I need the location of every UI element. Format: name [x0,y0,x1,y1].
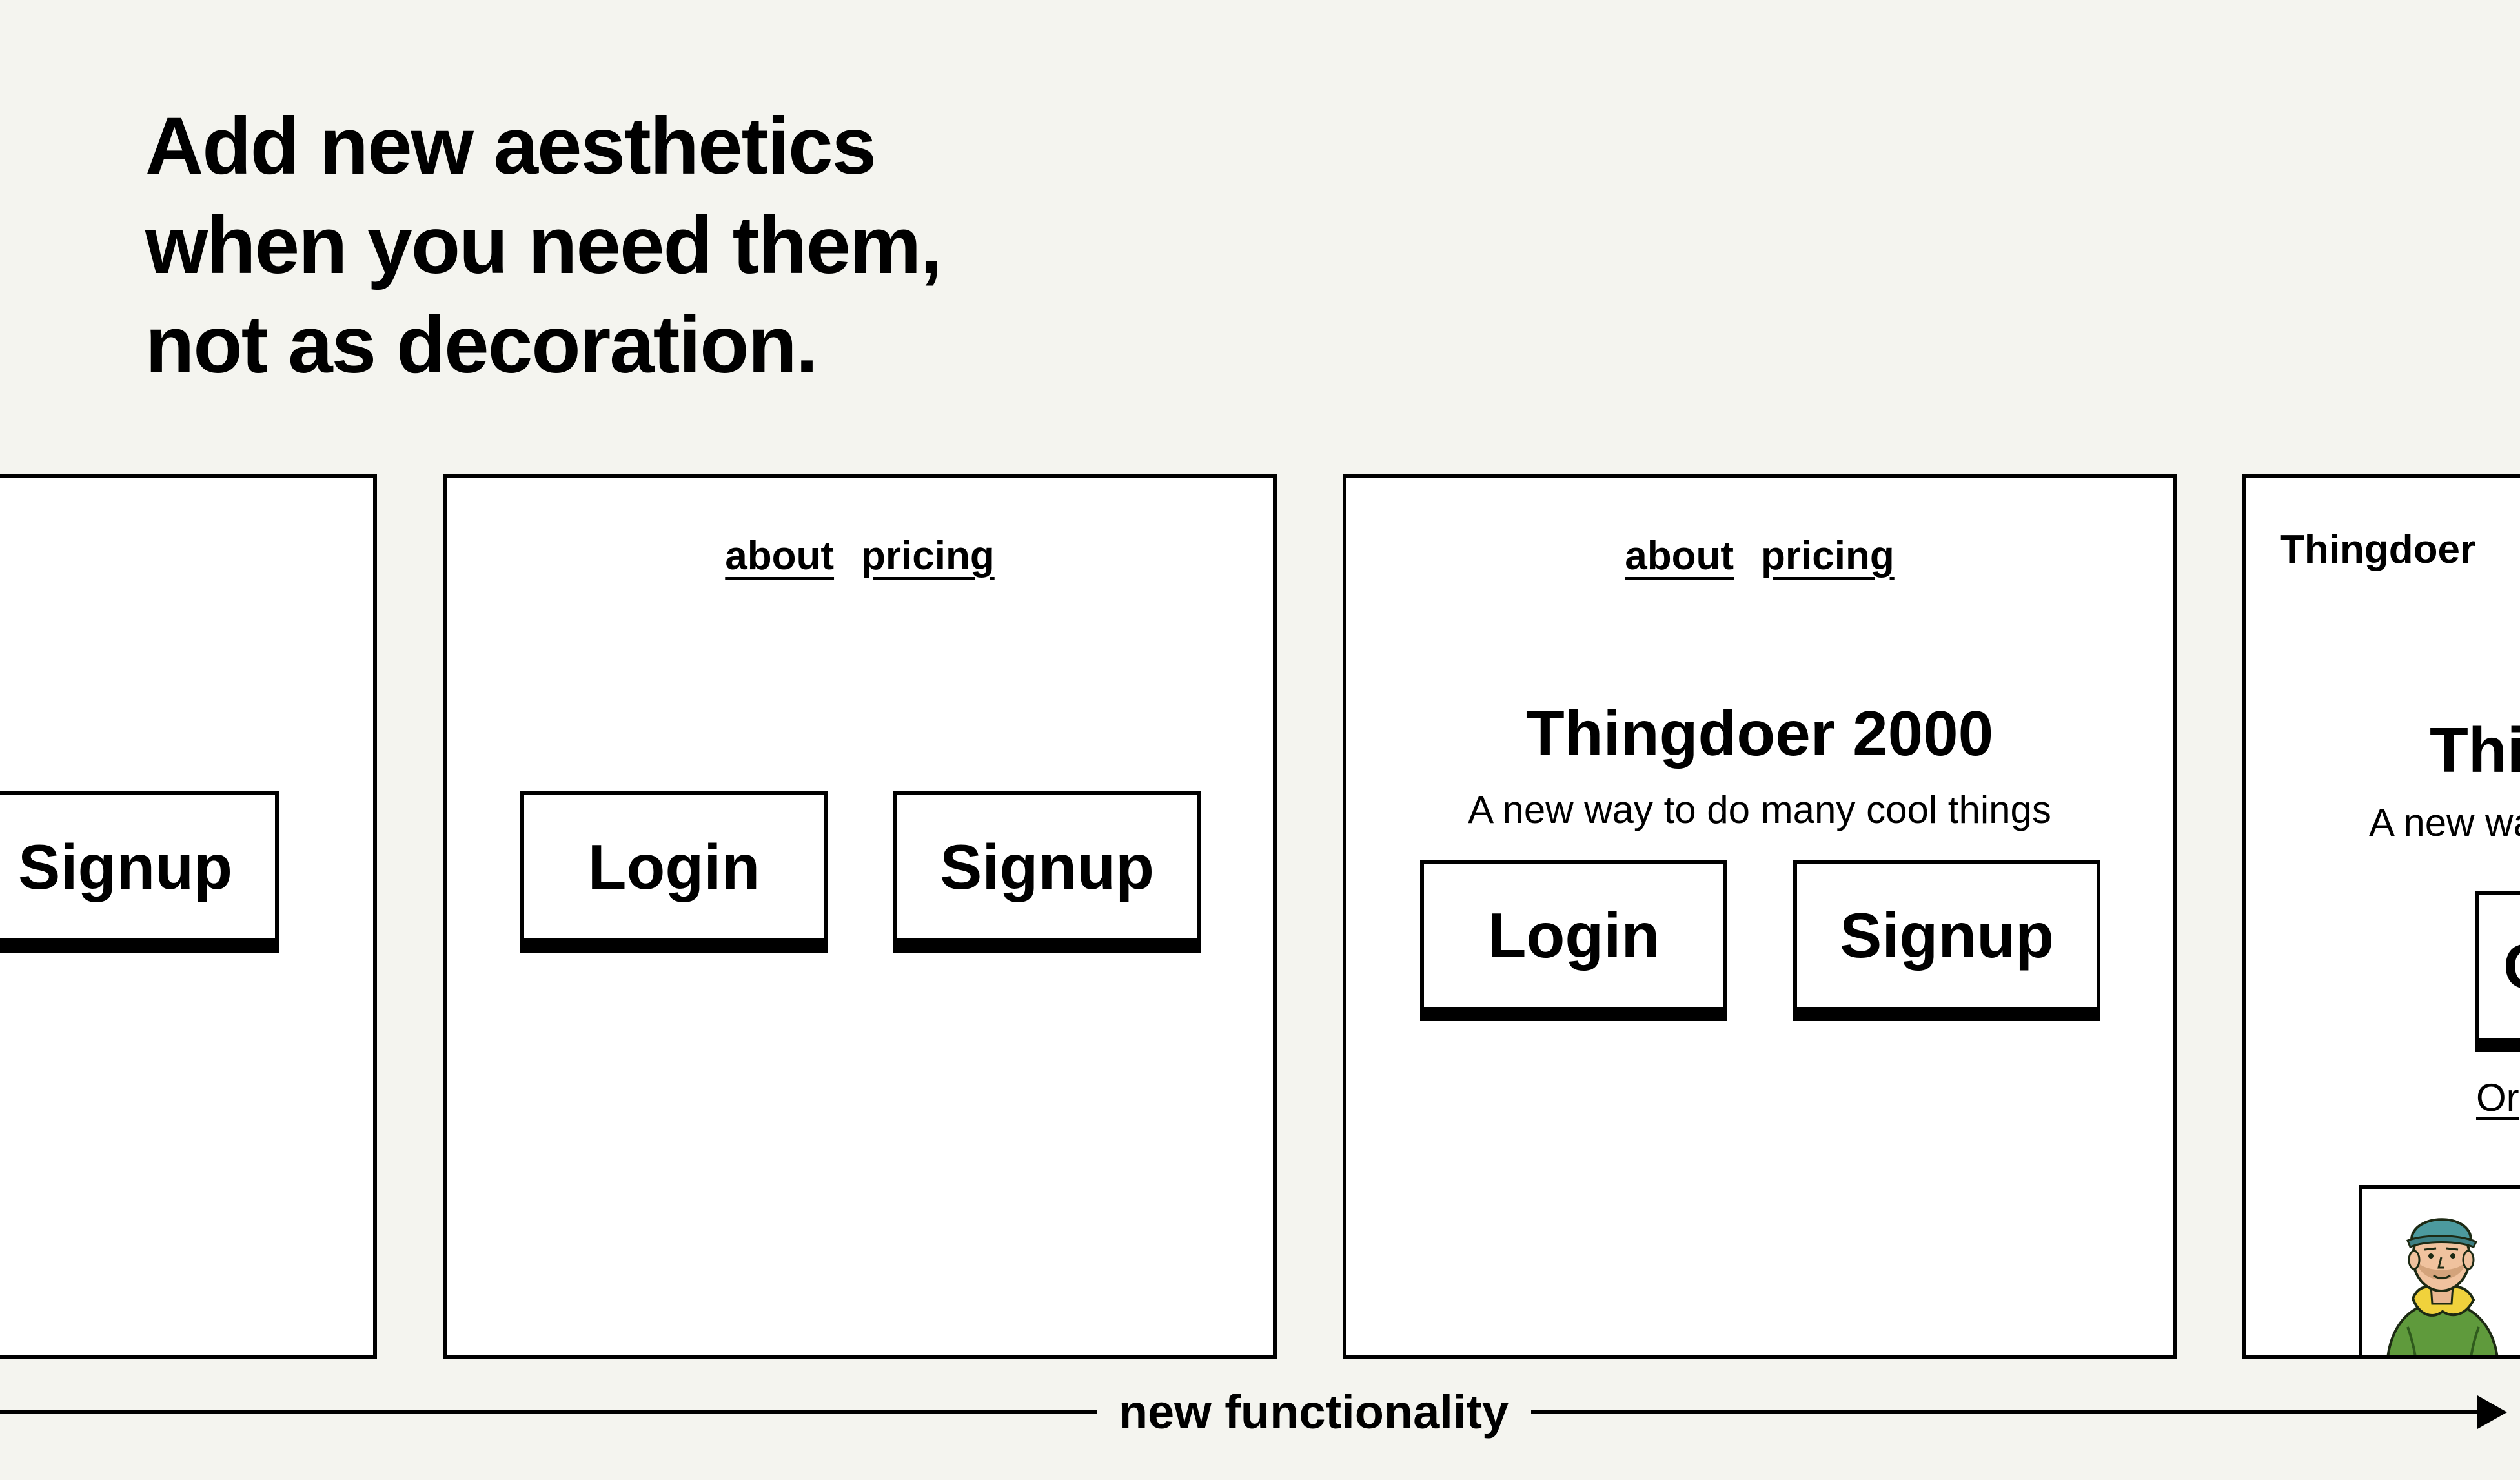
panel-stage-3: about pricing Thingdoer 2000 A new way t… [1343,474,2177,1359]
heading-line-3: not as decoration. [145,300,818,390]
signup-button[interactable]: Signup [893,791,1201,953]
axis-line-left [0,1410,1097,1414]
top-nav: about pricing [1346,533,2173,579]
axis-label: new functionality [1118,1385,1509,1439]
product-subtitle: A new wa [2369,801,2520,844]
signup-button[interactable]: Signup [1793,860,2100,1021]
alternative-link[interactable]: Or [2476,1076,2519,1119]
product-title: Thingdoer 2000 [1525,698,1994,769]
primary-button-label: C [2503,930,2520,1003]
page-heading: Add new aesthetics when you need them, n… [145,97,942,395]
avatar-illustration-icon [2386,1218,2499,1355]
panel-stage-2: about pricing Login Signup [443,474,1277,1359]
nav-link-pricing[interactable]: pricing [861,534,995,578]
product-title: Thi [2430,715,2520,786]
nav-link-about[interactable]: about [1625,534,1734,578]
panel-stage-1: Signup [0,474,377,1359]
product-subtitle: A new way to do many cool things [1468,788,2051,831]
arrow-head-icon [2477,1395,2507,1429]
login-button[interactable]: Login [520,791,828,953]
primary-button[interactable]: C [2475,891,2520,1052]
panel-stage-4: Thingdoer Thi A new wa C Or [2242,474,2520,1359]
heading-line-2: when you need them, [145,201,942,290]
top-nav: about pricing [447,533,1273,579]
login-button[interactable]: Login [1420,860,1727,1021]
nav-link-pricing[interactable]: pricing [1761,534,1895,578]
avatar-frame [2359,1185,2520,1355]
heading-line-1: Add new aesthetics [145,101,877,191]
axis-line-right [1531,1410,2480,1414]
signup-button[interactable]: Signup [0,791,279,953]
brand-logo-text: Thingdoer [2280,527,2476,572]
nav-link-about[interactable]: about [725,534,835,578]
